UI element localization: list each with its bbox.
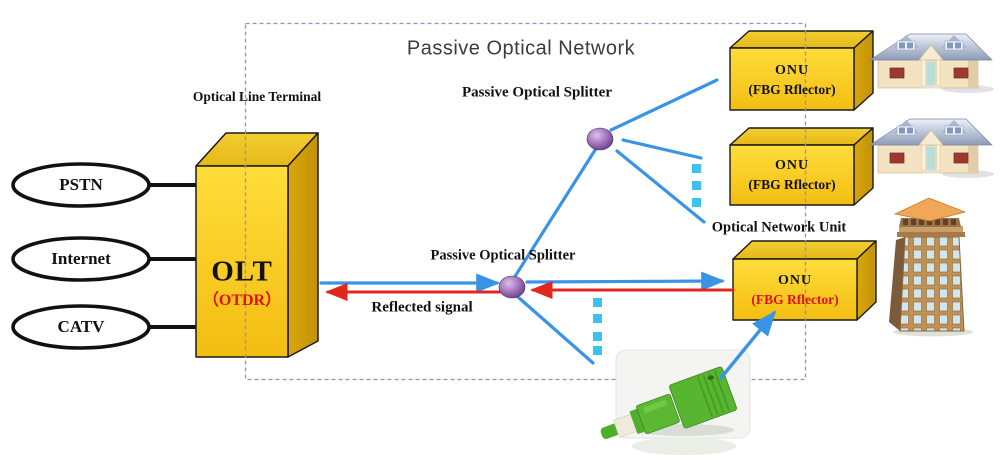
internet-label: Internet (51, 249, 111, 268)
splitter-branch-fiber (516, 295, 595, 365)
splitter-to-onu3-arrow (525, 271, 726, 291)
onu-caption: Optical Network Unit (711, 219, 847, 236)
pstn-label: PSTN (59, 175, 103, 194)
upper-splitter-to-onu1-fiber (609, 78, 719, 132)
olt-box (195, 132, 319, 358)
lower-splitter-caption: Passive Optical Splitter (430, 247, 576, 264)
onu2-fbg-label: (FBG Rflector) (748, 177, 836, 192)
catv-ellipse (11, 304, 151, 350)
fiber-sc-apc-connector-photo (600, 310, 777, 455)
olt-name: OLT (211, 255, 273, 288)
source-ellipses (11, 162, 151, 350)
olt-otdr-label: （OTDR） (202, 292, 282, 309)
ellipsis-dots-lower (593, 298, 602, 355)
connector-to-onu3-arrow (719, 310, 777, 380)
optical-splitter-node (498, 275, 526, 299)
olt-caption: Optical Line Terminal (192, 89, 322, 104)
onu-box-1 (729, 30, 874, 111)
fiber-links (319, 78, 735, 365)
pstn-ellipse (11, 162, 151, 208)
house-icon (869, 118, 995, 179)
onu2-name: ONU (774, 158, 810, 173)
splitter-to-upper-splitter-fiber (512, 145, 599, 280)
reflected-signal-caption: Reflected signal (371, 299, 473, 316)
house-icon (869, 33, 995, 94)
onu3-name: ONU (777, 273, 813, 288)
internet-ellipse (11, 236, 151, 282)
onu1-fbg-label: (FBG Rflector) (748, 82, 836, 97)
upper-splitter-branch-fiber (615, 149, 706, 224)
source-links (147, 183, 198, 329)
onu1-name: ONU (774, 63, 810, 78)
optical-splitter-node (586, 127, 614, 151)
upper-splitter-to-onu2-fiber (621, 138, 703, 160)
pon-boundary (244, 22, 807, 381)
onu-box-2 (729, 127, 874, 206)
catv-label: CATV (57, 317, 105, 336)
ellipsis-dots-upper (692, 164, 701, 207)
office-building-icon (889, 197, 973, 337)
onu3-fbg-label: (FBG Rflector) (751, 292, 839, 307)
diagram-title: Passive Optical Network (406, 37, 636, 60)
upper-splitter-caption: Passive Optical Splitter (462, 84, 612, 101)
